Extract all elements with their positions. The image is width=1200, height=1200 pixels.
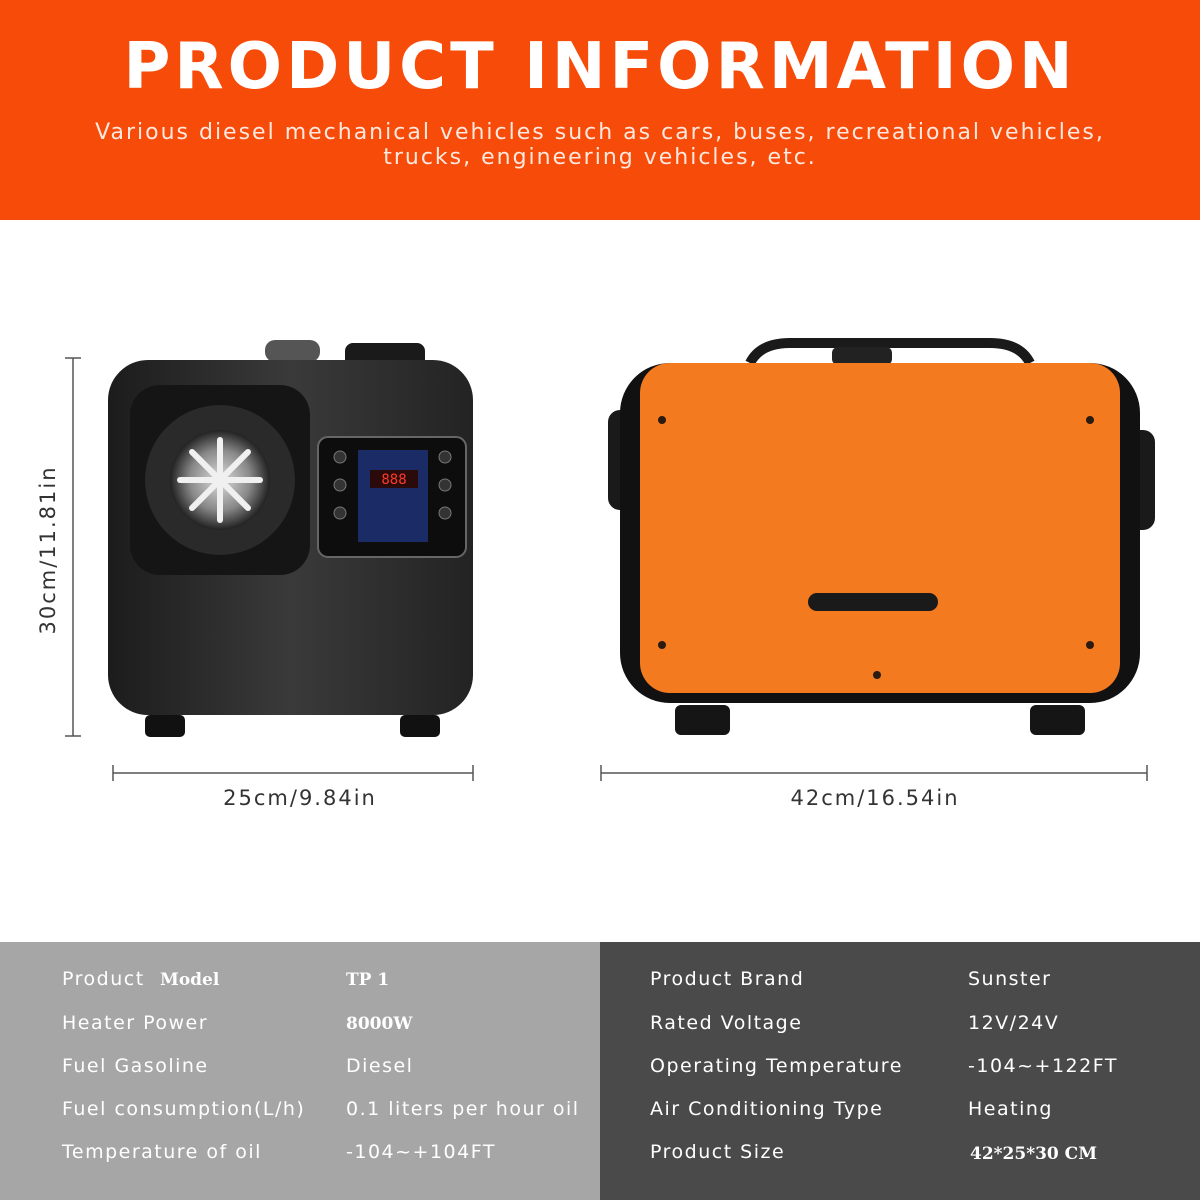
spec-value: Heating bbox=[968, 1098, 1053, 1120]
spec-label: Product Brand bbox=[650, 968, 805, 990]
subtitle-line-2: trucks, engineering vehicles, etc. bbox=[383, 145, 817, 170]
spec-row-oil-temperature: Temperature of oil -104~+104FT bbox=[0, 1141, 600, 1171]
spec-label-model: Model bbox=[160, 970, 220, 990]
spec-row-product-model: Product Model TP 1 bbox=[0, 968, 600, 998]
page-title: PRODUCT INFORMATION bbox=[123, 30, 1077, 104]
specs-table: Product Model TP 1 Heater Power 8000W Fu… bbox=[0, 942, 1200, 1200]
spec-label: Fuel Gasoline bbox=[62, 1055, 209, 1077]
spec-label: Fuel consumption(L/h) bbox=[62, 1098, 306, 1120]
spec-row-product-size: Product Size 42*25*30 CM bbox=[600, 1141, 1200, 1171]
spec-label: Operating Temperature bbox=[650, 1055, 903, 1077]
spec-label: Air Conditioning Type bbox=[650, 1098, 884, 1120]
specs-left-panel: Product Model TP 1 Heater Power 8000W Fu… bbox=[0, 942, 600, 1200]
side-width-dimension-line bbox=[112, 765, 474, 781]
spec-row-operating-temperature: Operating Temperature -104~+122FT bbox=[600, 1055, 1200, 1085]
front-width-dimension-line bbox=[600, 765, 1148, 781]
spec-label: Rated Voltage bbox=[650, 1012, 803, 1034]
spec-value: -104~+122FT bbox=[968, 1055, 1118, 1077]
heater-side-view-image: 888 bbox=[108, 340, 473, 737]
heater-front-view-image bbox=[608, 338, 1155, 735]
spec-label: Heater Power bbox=[62, 1012, 209, 1034]
spec-row-fuel: Fuel Gasoline Diesel bbox=[0, 1055, 600, 1085]
subtitle-line-1: Various diesel mechanical vehicles such … bbox=[95, 120, 1105, 145]
spec-value: 42*25*30 CM bbox=[970, 1144, 1098, 1164]
height-dimension-line bbox=[65, 357, 81, 737]
spec-value: -104~+104FT bbox=[346, 1141, 496, 1163]
spec-row-rated-voltage: Rated Voltage 12V/24V bbox=[600, 1012, 1200, 1042]
svg-text:888: 888 bbox=[381, 472, 406, 488]
spec-value: Sunster bbox=[968, 968, 1052, 990]
spec-value: Diesel bbox=[346, 1055, 414, 1077]
specs-right-panel: Product Brand Sunster Rated Voltage 12V/… bbox=[600, 942, 1200, 1200]
spec-value: 12V/24V bbox=[968, 1012, 1060, 1034]
front-width-dimension-label: 42cm/16.54in bbox=[790, 786, 960, 810]
spec-label: Product Size bbox=[650, 1141, 786, 1163]
spec-row-heater-power: Heater Power 8000W bbox=[0, 1012, 600, 1042]
header-banner: PRODUCT INFORMATION Various diesel mecha… bbox=[0, 0, 1200, 220]
spec-row-air-conditioning-type: Air Conditioning Type Heating bbox=[600, 1098, 1200, 1128]
side-width-dimension-label: 25cm/9.84in bbox=[223, 786, 377, 810]
product-stage: 30cm/11.81in 8 bbox=[0, 220, 1200, 942]
spec-value: 0.1 liters per hour oil bbox=[346, 1098, 580, 1120]
spec-value: 8000W bbox=[346, 1014, 413, 1034]
spec-value: TP 1 bbox=[346, 970, 390, 990]
height-dimension-label: 30cm/11.81in bbox=[36, 465, 60, 635]
page-subtitle: Various diesel mechanical vehicles such … bbox=[60, 120, 1140, 170]
spec-row-fuel-consumption: Fuel consumption(L/h) 0.1 liters per hou… bbox=[0, 1098, 600, 1128]
spec-label: Temperature of oil bbox=[62, 1141, 262, 1163]
spec-label: Product bbox=[62, 968, 145, 990]
spec-row-brand: Product Brand Sunster bbox=[600, 968, 1200, 998]
